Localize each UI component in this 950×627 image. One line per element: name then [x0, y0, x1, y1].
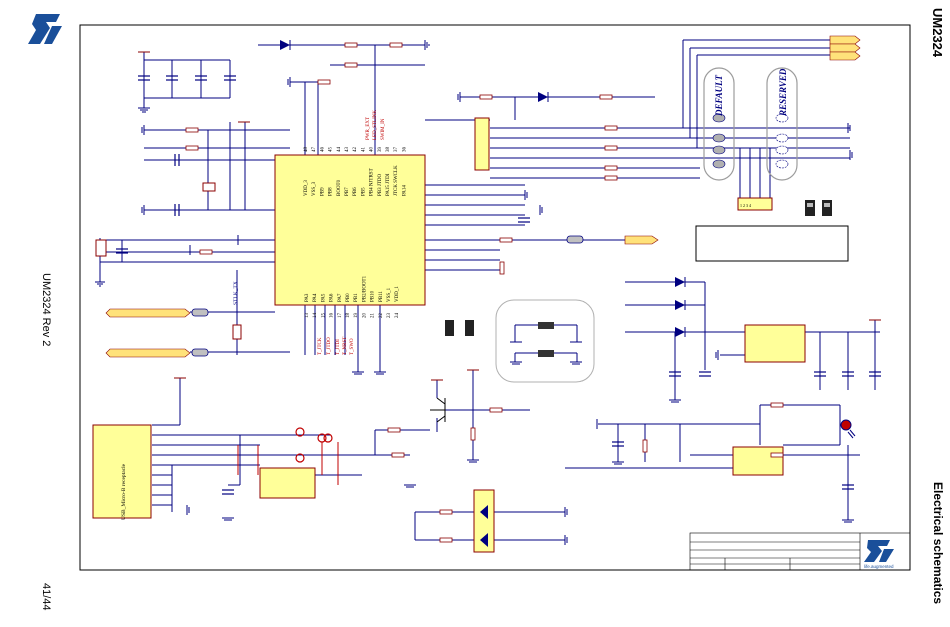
mcu-pin-number: 39 — [378, 147, 383, 153]
mcu-pin-label: PB3 JTDO — [378, 174, 383, 196]
mcu-pin-number: 17 — [338, 313, 343, 319]
default-bridge-group — [703, 67, 735, 181]
mcu-pin-label: PB10 — [371, 290, 376, 302]
top-net-labels: PWR_EXT LED_STLINK SWIM_IN — [366, 110, 386, 140]
reserved-bridge-group — [766, 67, 798, 181]
transistor — [430, 397, 446, 423]
mcu-pin-label: PA3 — [305, 293, 310, 302]
mcu-pin-label: JTCK SWCLK — [394, 165, 399, 196]
mcu-pin-label: PB8 — [329, 187, 334, 196]
mcu-pin-number: 22 — [379, 313, 384, 319]
mcu-pin-label: PB7 — [345, 187, 350, 196]
schematic-border — [79, 24, 911, 571]
mcu-pin-label: PB1 — [354, 293, 359, 302]
header-pin-numbers: 1 2 3 4 — [740, 203, 751, 208]
net-labels — [105, 35, 861, 358]
filter-group — [495, 299, 595, 383]
header-connector — [737, 197, 773, 211]
mcu-pin-label: VSS_3 — [312, 181, 317, 196]
svg-text:T_JTDI: T_JTDI — [336, 339, 341, 355]
usb-label: USB_Micro-B receptacle — [121, 463, 127, 520]
mcu-pin-number: 40 — [370, 147, 375, 153]
svg-text:T_NRST: T_NRST — [343, 337, 348, 355]
svg-text:T_JTCK: T_JTCK — [318, 337, 323, 355]
jumper-icons — [445, 200, 832, 336]
ldo-ic — [732, 446, 784, 476]
mcu-pin-label: PB6 — [353, 187, 358, 196]
mcu-pin-label: PB9 — [320, 187, 325, 196]
mcu-pin-label: PB0 — [346, 293, 351, 302]
mcu-pin-label: BOOT0 — [337, 179, 342, 196]
mcu-pin-number: 20 — [362, 313, 367, 319]
mcu-pin-number: 38 — [386, 147, 391, 153]
st-logo-small-icon — [864, 540, 894, 562]
mcu-pin-label: VDD_1 — [395, 286, 400, 302]
regulator-ic — [744, 324, 806, 363]
mcu-pin-label: PA4 — [313, 293, 318, 302]
mcu-pin-label: PA14 — [402, 185, 407, 196]
svg-text:LED_STLINK: LED_STLINK — [373, 110, 378, 140]
note-box — [695, 225, 849, 262]
mcu-pin-number: 43 — [345, 147, 350, 153]
usb-connector — [92, 424, 152, 519]
svg-text:SWIM_IN: SWIM_IN — [381, 118, 386, 140]
mcu-pin-number: 48 — [304, 147, 309, 153]
mcu-pin-label: PA15 JTDI — [386, 173, 391, 196]
mcu-pin-number: 13 — [305, 313, 310, 319]
mcu-bottom-pins: PA3 13 PA4 14 PA5 15 PA6 16 PA7 17 PB0 18 PB1 19 PB2/B… — [305, 275, 400, 318]
mcu-pin-number: 41 — [361, 147, 366, 153]
logo-tagline: life.augmented — [864, 564, 894, 569]
mcu-pin-label: VDD_3 — [304, 180, 309, 196]
mcu-pin-number: 21 — [371, 313, 376, 319]
mcu-pin-number: 45 — [329, 147, 334, 153]
svg-text:T_SWO: T_SWO — [350, 338, 355, 355]
svg-text:PWR_EXT: PWR_EXT — [366, 117, 371, 140]
mcu-pin-number: 16 — [330, 313, 335, 319]
mcu-pin-number: 46 — [320, 147, 325, 153]
led-pack — [473, 489, 495, 553]
mcu-pin-label: PB4 NJTRST — [370, 168, 375, 196]
mcu-pin-label: PA5 — [321, 293, 326, 302]
mcu-pin-number: 14 — [313, 313, 318, 319]
mcu-pin-number: 23 — [387, 313, 392, 319]
mcu-pin-number: 37 — [394, 147, 399, 153]
mcu-pin-number: 18 — [346, 313, 351, 319]
mcu-pin-number: 47 — [312, 147, 317, 153]
esd-ic — [259, 467, 316, 499]
mcu-pin-label: PB2/BOOT1 — [362, 275, 367, 302]
diode-symbols — [280, 40, 686, 547]
mcu-pin-label: PA6 — [330, 293, 335, 302]
mcu-pin-label: PB11 — [379, 291, 384, 302]
bottom-net-labels: T_JTCK T_JTDO T_JTDI T_NRST T_SWO — [318, 337, 355, 355]
mcu-pin-label: VSS_1 — [387, 287, 392, 302]
mcu-pin-label: PA7 — [338, 293, 343, 302]
mcu-pin-number: 24 — [395, 313, 400, 319]
stlk-tx-label: STLK_TX — [233, 281, 239, 305]
svg-text:T_JTDO: T_JTDO — [327, 337, 332, 355]
mcu-pin-number: 44 — [337, 147, 342, 153]
st-logo-icon — [28, 14, 62, 44]
mcu-pin-number: 19 — [354, 313, 359, 319]
mcu-pin-number: 36 — [402, 147, 407, 153]
reserved-label: RESERVED — [778, 68, 788, 117]
mcu-pin-number: 15 — [321, 313, 326, 319]
mcu-pin-label: PB5 — [361, 187, 366, 196]
cn-connector — [474, 117, 490, 171]
status-led — [840, 419, 852, 431]
title-block — [689, 532, 911, 571]
mcu-chip — [274, 154, 426, 306]
mcu-pin-number: 42 — [353, 147, 358, 153]
default-label: DEFAULT — [714, 74, 724, 117]
test-points — [295, 427, 333, 463]
ground-symbols — [95, 40, 854, 545]
